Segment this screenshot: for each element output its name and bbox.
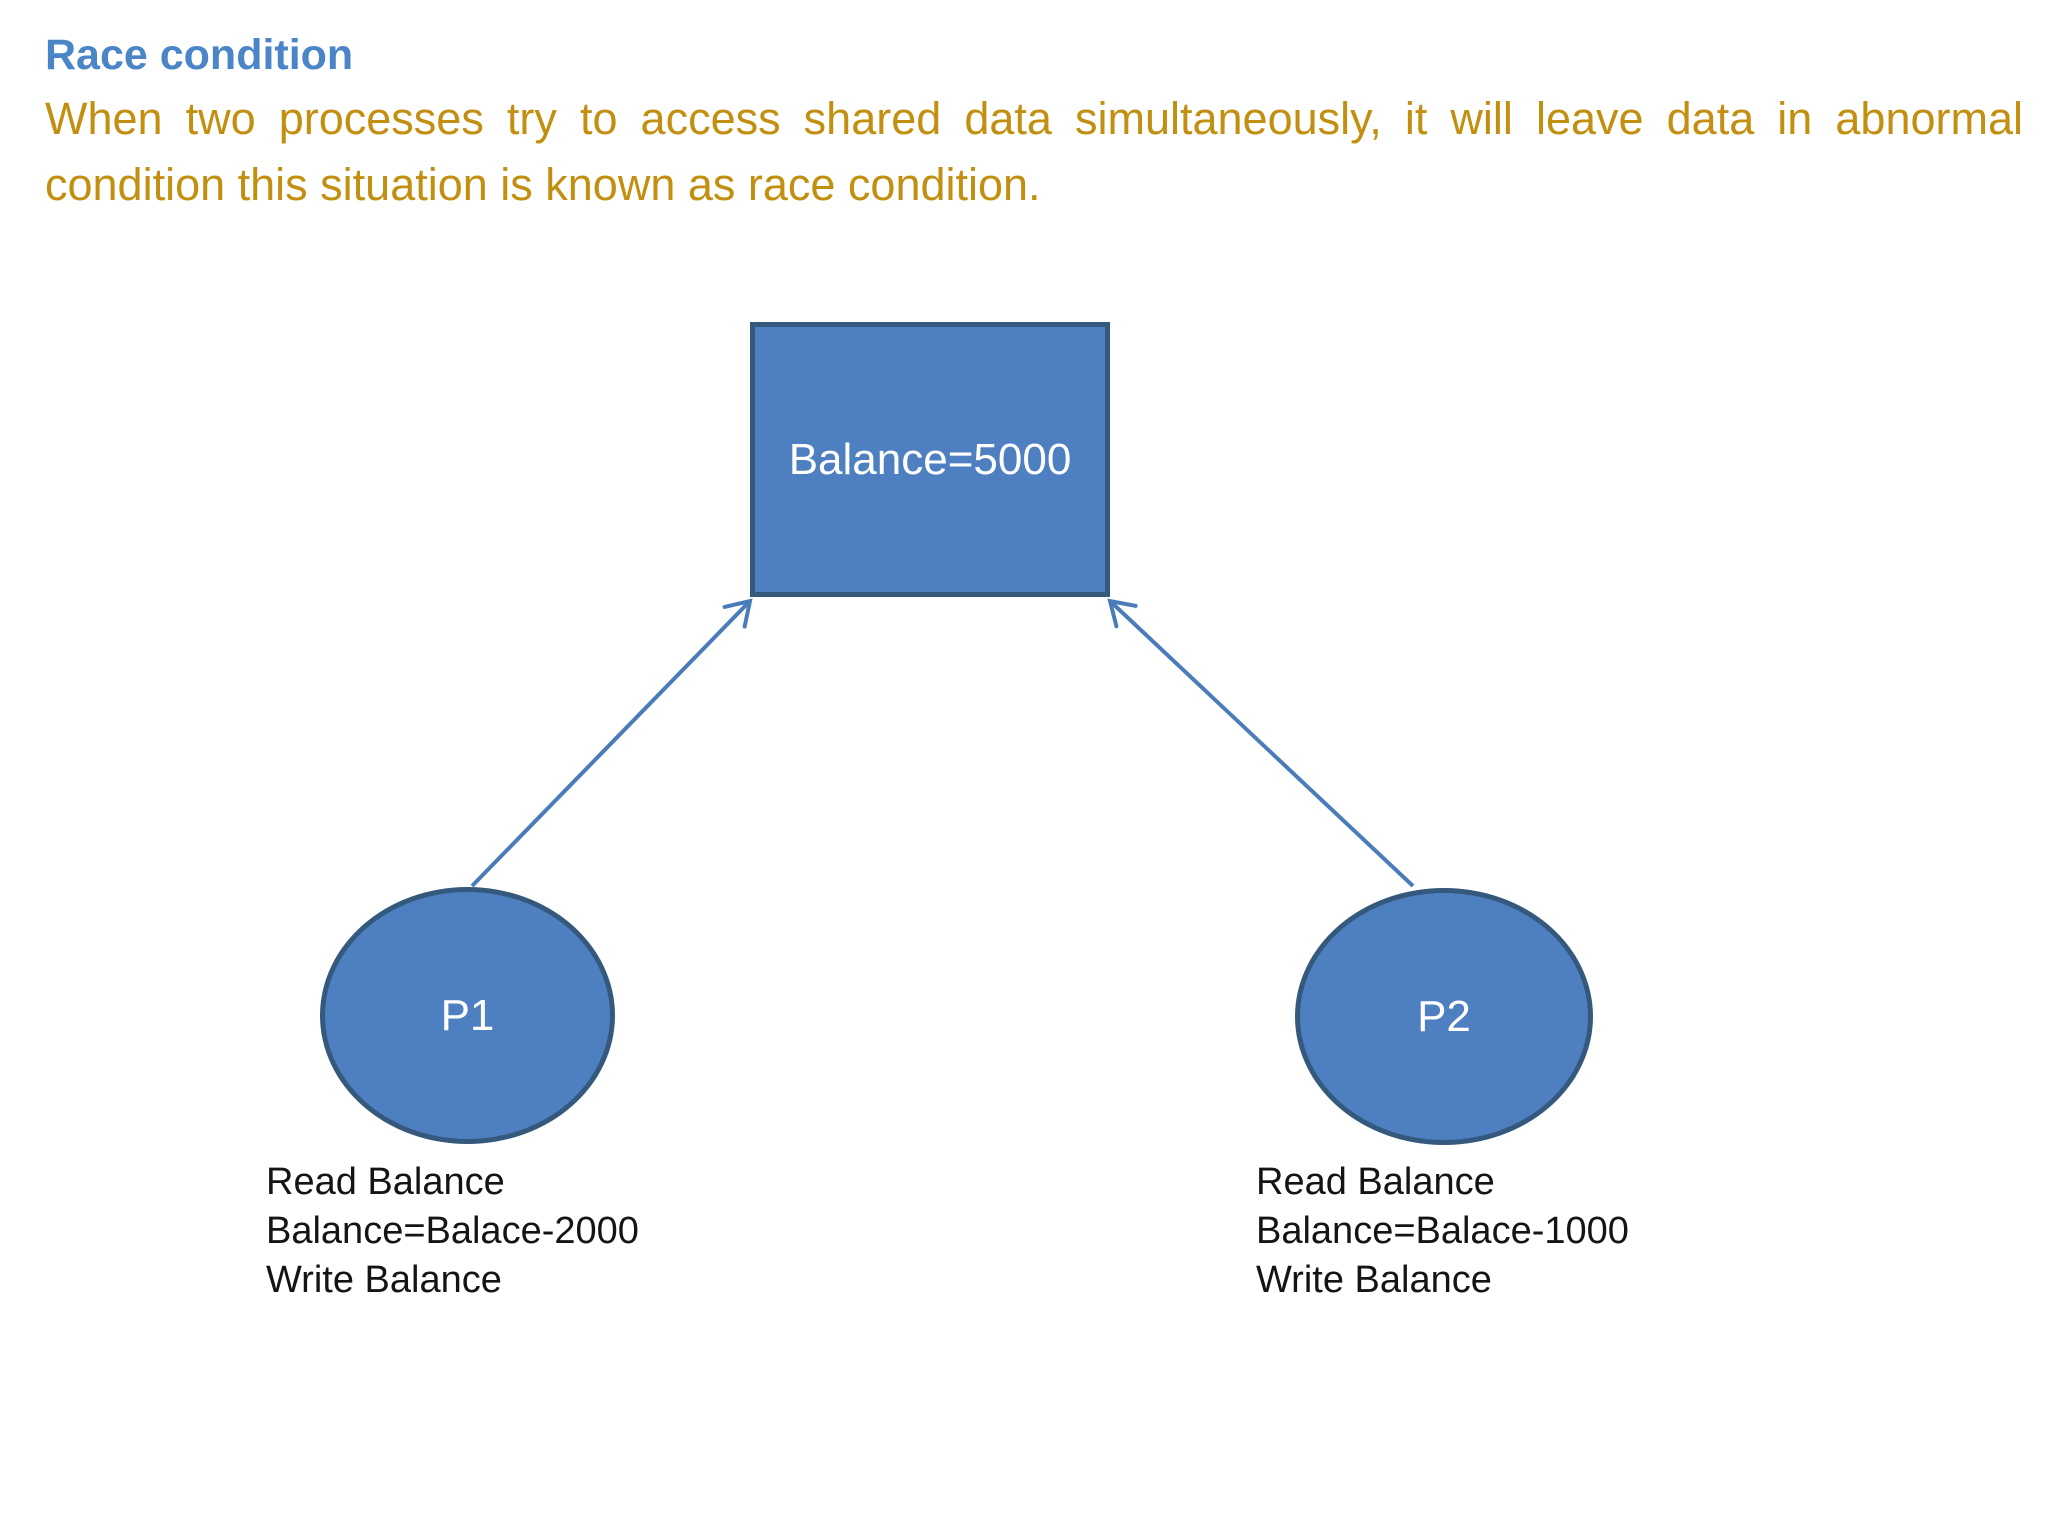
process-p1-label: P1: [440, 990, 495, 1040]
p2-step-line: Balance=Balace-1000: [1256, 1210, 1629, 1252]
header: Race condition When two processes try to…: [45, 24, 2023, 218]
page-title: Race condition: [45, 31, 354, 79]
p2-step-line: Read Balance: [1256, 1161, 1495, 1203]
process-p2-label: P2: [1417, 991, 1471, 1041]
p2-step-line: Write Balance: [1256, 1259, 1492, 1301]
shared-data-box-label: Balance=5000: [788, 434, 1072, 484]
process-p2-steps: Read Balance Balance=Balace-1000 Write B…: [1256, 1158, 1629, 1305]
p1-step-line: Balance=Balace-2000: [266, 1210, 639, 1252]
p1-step-line: Read Balance: [266, 1161, 505, 1203]
shared-data-box: Balance=5000: [750, 322, 1110, 597]
arrow-p1-to-balance: [470, 598, 753, 888]
process-p1-ellipse: P1: [320, 887, 615, 1144]
process-p1-steps: Read Balance Balance=Balace-2000 Write B…: [266, 1158, 639, 1305]
process-p2-ellipse: P2: [1295, 888, 1593, 1145]
description-paragraph: When two processes try to access shared …: [45, 93, 2023, 210]
p1-step-line: Write Balance: [266, 1259, 502, 1301]
arrow-p2-to-balance: [1107, 598, 1415, 888]
